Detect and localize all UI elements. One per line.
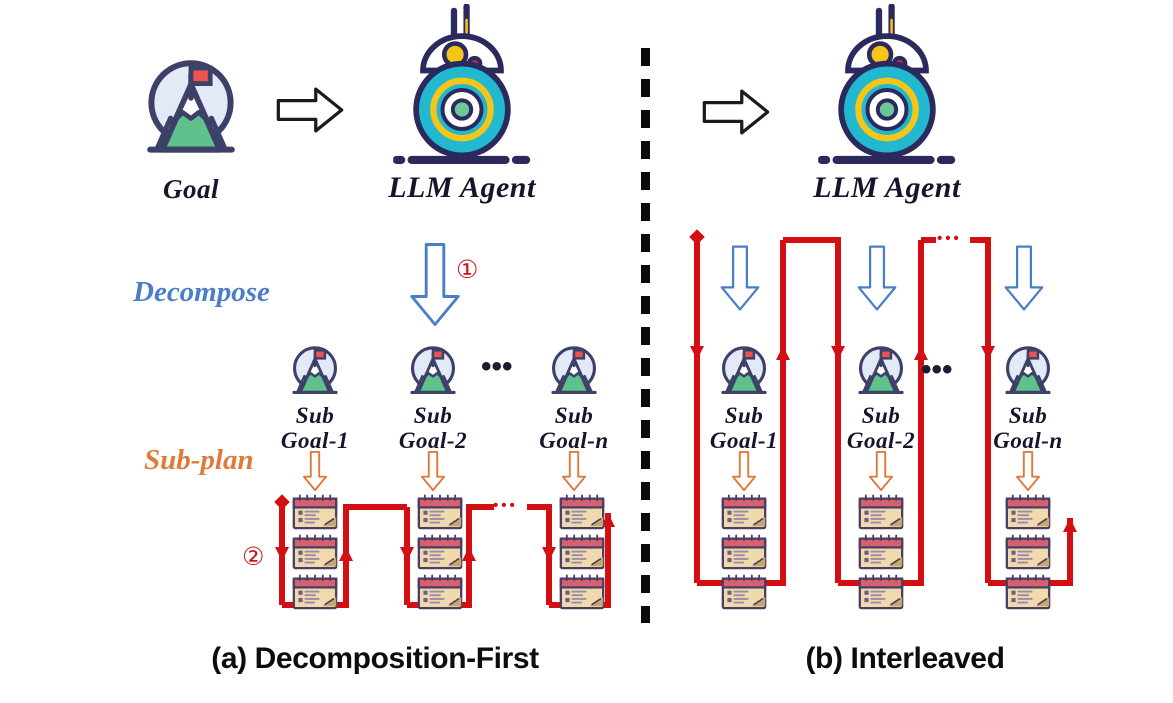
decompose-arrow-b-1: [718, 237, 762, 319]
subgoal-label-line1: Sub: [724, 403, 764, 428]
robot-agent-icon: [807, 4, 967, 176]
decompose-stage-label: Decompose: [133, 276, 270, 308]
llm-agent-label: LLM Agent: [813, 171, 961, 204]
mountain-goal-icon: [992, 341, 1064, 403]
action-card-icon: [559, 494, 605, 530]
flow-start-marker: [274, 494, 290, 510]
subgoal-label-line2: Goal-2: [398, 428, 468, 453]
subgoal-node-a-1: Sub Goal-1: [272, 341, 358, 453]
arrow-down-orange-icon: [1014, 450, 1042, 492]
action-card-icon: [858, 494, 904, 530]
subplan-arrow-b-2: [867, 450, 895, 492]
subgoal-label-line1: Sub: [413, 403, 453, 428]
robot-agent-icon: [382, 4, 542, 176]
subplan-arrow-b-n: [1014, 450, 1042, 492]
step-marker-1: ①: [456, 255, 479, 284]
goal-to-agent-arrow: [274, 84, 346, 136]
subgoal-label-line1: Sub: [861, 403, 901, 428]
action-card-icon: [1005, 494, 1051, 530]
flow-ellipsis-b: •••: [937, 230, 962, 247]
arrow-down-blue-icon: [855, 237, 899, 319]
mountain-goal-icon: [538, 341, 610, 403]
arrow-right-icon: [700, 86, 772, 138]
subgoal-label-line2: Goal-1: [280, 428, 350, 453]
subgoal-ellipsis-b: •••: [921, 353, 953, 386]
action-card-icon: [721, 494, 767, 530]
action-card-column-b-1: [721, 494, 767, 610]
llm-agent-node-a: LLM Agent: [372, 4, 552, 204]
action-card-column-b-2: [858, 494, 904, 610]
panel-a-caption: (a) Decomposition-First: [211, 642, 539, 675]
into-agent-arrow-b: [700, 86, 772, 138]
decompose-arrow-b-2: [855, 237, 899, 319]
action-card-column-a-2: [417, 494, 463, 610]
subgoal-label-line1: Sub: [554, 403, 594, 428]
action-card-icon: [858, 574, 904, 610]
action-card-column-a-n: [559, 494, 605, 610]
step-marker-2: ②: [242, 542, 265, 571]
action-card-icon: [721, 534, 767, 570]
action-card-icon: [1005, 574, 1051, 610]
goal-label: Goal: [163, 174, 219, 204]
decompose-arrow: [407, 237, 463, 332]
panel-b-caption: (b) Interleaved: [805, 642, 1005, 675]
subgoal-label-line2: Goal-n: [993, 428, 1063, 453]
subgoal-label-line2: Goal-n: [539, 428, 609, 453]
action-card-icon: [559, 574, 605, 610]
flow-ellipsis-a: •••: [493, 497, 518, 514]
llm-agent-node-b: LLM Agent: [797, 4, 977, 204]
subgoal-node-b-1: Sub Goal-1: [701, 341, 787, 453]
subgoal-ellipsis-a: •••: [481, 350, 513, 383]
subplan-arrow-b-1: [730, 450, 758, 492]
action-card-icon: [721, 574, 767, 610]
action-card-icon: [1005, 534, 1051, 570]
action-card-icon: [417, 494, 463, 530]
arrow-down-orange-icon: [730, 450, 758, 492]
subgoal-node-b-n: Sub Goal-n: [985, 341, 1071, 453]
action-card-icon: [292, 534, 338, 570]
action-card-column-a-1: [292, 494, 338, 610]
subgoal-node-a-2: Sub Goal-2: [390, 341, 476, 453]
action-card-icon: [417, 574, 463, 610]
action-card-icon: [559, 534, 605, 570]
panel-divider: [641, 48, 650, 623]
flow-arrowheads-b: [690, 346, 1077, 532]
arrow-down-orange-icon: [867, 450, 895, 492]
action-card-icon: [417, 534, 463, 570]
decompose-arrow-b-n: [1002, 237, 1046, 319]
mountain-goal-icon: [708, 341, 780, 403]
mountain-goal-icon: [845, 341, 917, 403]
action-card-column-b-n: [1005, 494, 1051, 610]
mountain-goal-icon: [126, 50, 256, 170]
flow-start-marker: [689, 229, 705, 245]
subgoal-label-line1: Sub: [295, 403, 335, 428]
subgoal-label-line2: Goal-2: [846, 428, 916, 453]
arrow-down-blue-icon: [407, 237, 463, 332]
action-card-icon: [292, 494, 338, 530]
arrow-down-blue-icon: [1002, 237, 1046, 319]
mountain-goal-icon: [279, 341, 351, 403]
subgoal-label-line1: Sub: [1008, 403, 1048, 428]
action-card-icon: [292, 574, 338, 610]
subgoal-node-b-2: Sub Goal-2: [838, 341, 924, 453]
goal-node-a: Goal: [126, 50, 256, 204]
llm-agent-label: LLM Agent: [388, 171, 536, 204]
subgoal-label-line2: Goal-1: [709, 428, 779, 453]
subplan-stage-label: Sub-plan: [144, 444, 254, 476]
arrow-down-blue-icon: [718, 237, 762, 319]
mountain-goal-icon: [397, 341, 469, 403]
flow-arrowheads: [275, 513, 615, 561]
subgoal-node-a-n: Sub Goal-n: [531, 341, 617, 453]
arrow-right-icon: [274, 84, 346, 136]
action-card-icon: [858, 534, 904, 570]
